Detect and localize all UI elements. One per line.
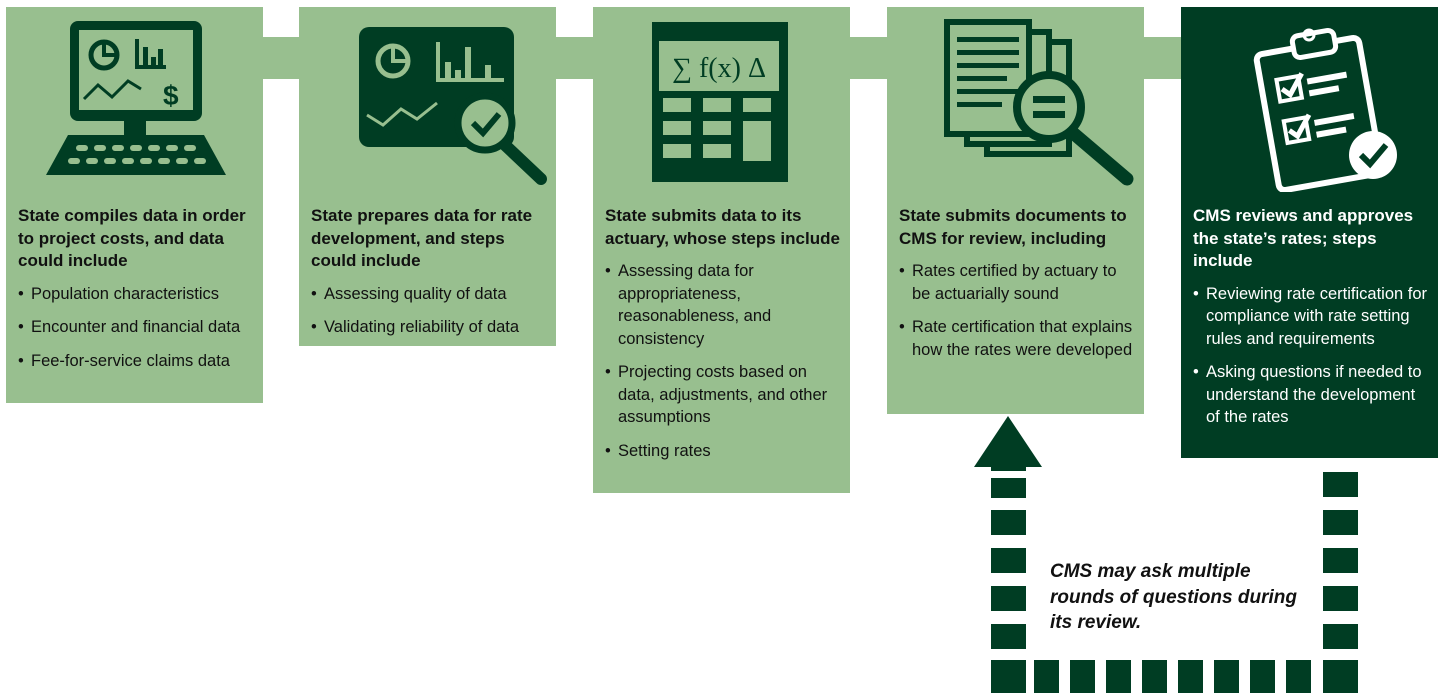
svg-text:$: $ [163,80,179,111]
bullet: Reviewing rate certification for complia… [1193,283,1428,351]
bullet: Population characteristics [18,283,253,306]
step-2-heading: State prepares data for rate development… [311,206,533,270]
step-1-bullets: Population characteristics Encounter and… [18,283,253,373]
step-4-heading: State submits documents to CMS for revie… [899,206,1127,248]
clipboard-checklist-icon [1253,27,1397,192]
step-4-bullets: Rates certified by actuary to be actuari… [899,260,1134,361]
calculator-symbols: ∑ f(x) Δ [672,53,766,84]
step-2-text: State prepares data for rate development… [311,205,546,350]
bullet: Projecting costs based on data, adjustme… [605,361,840,429]
step-3-heading: State submits data to its actuary, whose… [605,206,840,248]
bullet: Assessing data for appropriateness, reas… [605,260,840,350]
bullet: Rates certified by actuary to be actuari… [899,260,1134,305]
loop-note: CMS may ask multiple rounds of questions… [1050,561,1297,633]
bullet: Fee-for-service claims data [18,350,253,373]
step-1-panel: $ State compiles data in order to projec… [6,7,263,403]
bullet: Asking questions if needed to understand… [1193,361,1428,429]
step-2-panel: State prepares data for rate development… [299,7,556,346]
step-5-heading: CMS reviews and approves the state’s rat… [1193,206,1414,270]
bullet: Assessing quality of data [311,283,546,306]
step-3-text: State submits data to its actuary, whose… [605,205,840,473]
step-3-panel: ∑ f(x) Δ State submits data to its actua… [593,7,850,493]
step-1-heading: State compiles data in order to project … [18,206,246,270]
charts-magnifier-check-icon [359,27,547,185]
step-4-text: State submits documents to CMS for revie… [899,205,1134,372]
step-5-text: CMS reviews and approves the state’s rat… [1193,205,1428,440]
calculator-icon: ∑ f(x) Δ [652,22,788,182]
computer-monitor-charts-dollar-icon: $ [46,21,226,175]
bullet: Validating reliability of data [311,316,546,339]
bullet: Encounter and financial data [18,316,253,339]
step-4-panel: State submits documents to CMS for revie… [887,7,1144,414]
bullet: Setting rates [605,440,840,463]
step-5-bullets: Reviewing rate certification for complia… [1193,283,1428,429]
documents-magnifier-icon [944,19,1134,186]
step-5-panel: CMS reviews and approves the state’s rat… [1181,7,1438,458]
step-1-text: State compiles data in order to project … [18,205,253,383]
step-3-bullets: Assessing data for appropriateness, reas… [605,260,840,462]
bullet: Rate certification that explains how the… [899,316,1134,361]
step-2-bullets: Assessing quality of data Validating rel… [311,283,546,339]
